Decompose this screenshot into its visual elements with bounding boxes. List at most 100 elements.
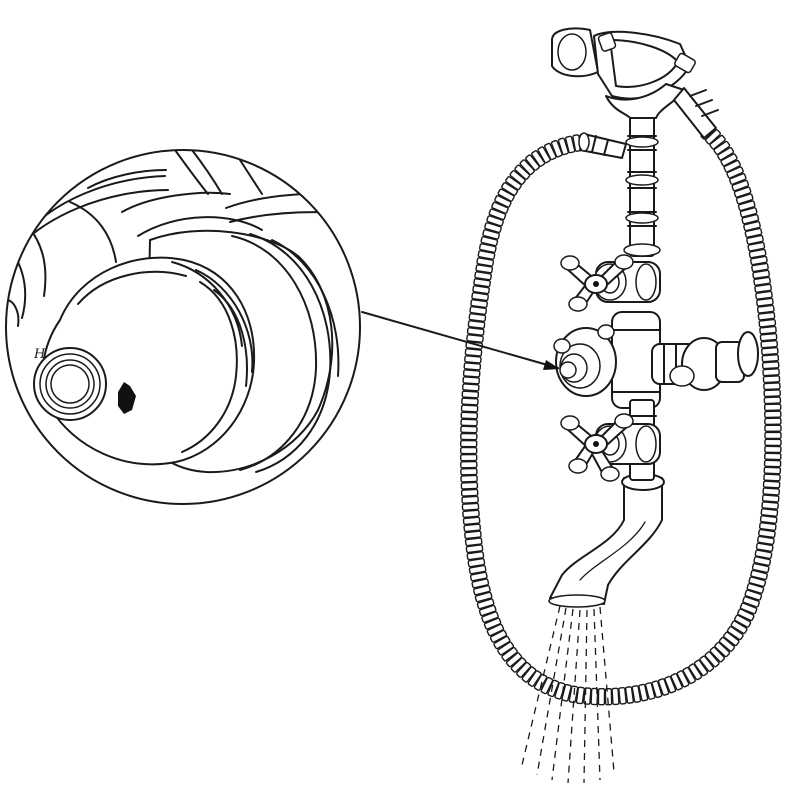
hose-ring <box>764 417 782 426</box>
hose-ring <box>760 339 778 349</box>
hose-ring <box>464 530 482 540</box>
hose-ring <box>561 683 572 702</box>
hose-ring <box>473 585 491 596</box>
hose-ring <box>466 551 485 561</box>
hose-ring <box>759 325 777 335</box>
hose-ring <box>550 139 563 158</box>
hose-ring <box>476 257 495 267</box>
hose-ring <box>473 278 491 288</box>
shower-hose <box>459 123 782 706</box>
hose-ring <box>729 173 747 185</box>
hose-ring <box>688 663 703 681</box>
hose-ring <box>664 675 677 694</box>
hose-ring <box>466 327 485 336</box>
hose-ring <box>764 431 782 440</box>
hose-ring <box>575 686 585 705</box>
hose-ring <box>459 439 478 448</box>
hose-ring <box>478 243 497 254</box>
hose-ring <box>489 629 508 643</box>
hose-ring <box>462 376 480 385</box>
hose-ring <box>460 411 479 420</box>
hose-ring <box>494 195 512 208</box>
hose-ring <box>744 227 763 238</box>
hose-ring <box>762 368 780 377</box>
hose-ring <box>509 170 526 185</box>
hose-ring <box>468 564 487 575</box>
hose-ring <box>477 250 496 260</box>
hose-ring <box>761 361 780 370</box>
hose-ring <box>482 229 500 240</box>
hose-ring <box>760 508 779 517</box>
hose-ring <box>682 666 696 685</box>
hose-ring <box>747 241 766 252</box>
diverter-body <box>611 311 759 409</box>
hose-ring <box>471 292 489 302</box>
hose-ring <box>744 589 763 601</box>
hose-ring <box>462 509 480 518</box>
hose-ring <box>657 678 670 696</box>
hose-ring <box>638 683 649 702</box>
hose-ring <box>726 166 744 179</box>
hose-ring <box>670 673 683 691</box>
hose-ring <box>751 562 770 574</box>
hose-ring <box>470 299 488 309</box>
hose-ring <box>476 598 495 610</box>
hose-ring <box>497 188 515 202</box>
bath-spout <box>548 473 665 608</box>
hose-ring <box>726 626 744 641</box>
hose-ring <box>762 480 781 489</box>
upper-cross-handle[interactable] <box>560 254 634 312</box>
hose-ring <box>461 495 479 504</box>
hose-ring <box>741 213 760 225</box>
hose-ring <box>764 410 782 419</box>
hose-ring <box>469 571 488 582</box>
hose-ring <box>510 657 527 673</box>
hose-ring <box>753 276 771 286</box>
hose-ring <box>463 523 482 533</box>
hose-ring <box>611 687 620 706</box>
hose-ring <box>474 271 492 281</box>
hose-ring <box>723 631 740 647</box>
hose-ring <box>459 453 478 462</box>
hose-ring <box>761 347 779 356</box>
hose-ring <box>531 150 546 167</box>
hose-ring <box>465 544 484 554</box>
hose-ring <box>763 396 782 405</box>
hose-ring <box>516 661 532 678</box>
hose-ring <box>486 623 505 637</box>
hose-ring <box>733 186 752 198</box>
hose-ring <box>709 646 726 663</box>
hose-ring <box>718 636 736 652</box>
hose-ring <box>764 424 782 433</box>
hose-ring <box>651 680 663 699</box>
hose-ring <box>505 176 522 191</box>
hose-ring <box>699 655 715 672</box>
hose-ring <box>746 234 764 245</box>
hose-ring <box>491 201 509 214</box>
hose-ring <box>631 685 642 703</box>
hose-ring <box>743 220 761 232</box>
hose-ring <box>713 140 731 156</box>
hose-ring <box>761 501 779 510</box>
lower-cross-handle[interactable] <box>560 413 634 482</box>
hose-ring <box>761 494 780 503</box>
hose-ring <box>751 262 769 273</box>
hose-ring <box>759 332 778 342</box>
hose-ring <box>758 318 777 328</box>
hose-ring <box>764 438 782 447</box>
hose-ring <box>754 283 772 293</box>
hose-ring <box>763 473 781 482</box>
hose-ring <box>519 159 535 176</box>
hose-ring <box>501 182 519 196</box>
hose-ring <box>624 686 635 704</box>
hose-ring <box>464 355 482 364</box>
hose-ring <box>497 641 515 656</box>
hose-ring <box>730 620 748 635</box>
hose-connector <box>578 132 627 159</box>
diverter-knob[interactable] <box>553 324 617 397</box>
hose-ring <box>461 502 480 511</box>
hose-ring <box>460 460 478 469</box>
hose-ring <box>739 602 758 615</box>
hose-ring <box>737 200 756 212</box>
